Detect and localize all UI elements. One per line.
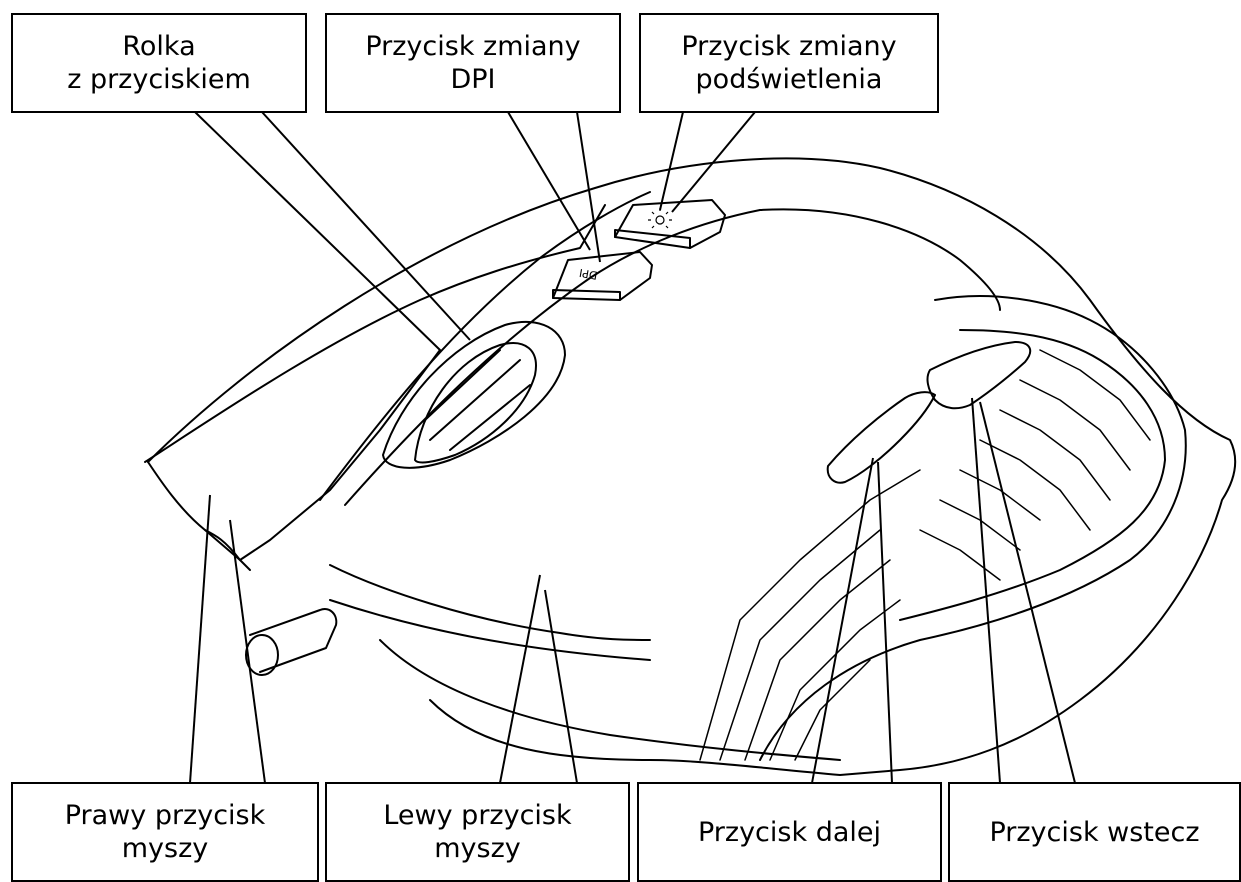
leader-light-1 — [660, 112, 683, 210]
side-grip-outline — [760, 296, 1186, 760]
back-side-button — [928, 342, 1031, 408]
left-button-front — [330, 565, 650, 640]
button-seam-left — [320, 192, 650, 500]
scroll-wheel-tread-3 — [425, 350, 500, 420]
leader-forward-1 — [812, 458, 873, 783]
leader-left-button-1 — [500, 575, 540, 783]
label-dpi-button: Przycisk zmiany DPI — [325, 13, 621, 113]
label-forward-button: Przycisk dalej — [637, 782, 942, 882]
forward-side-button — [828, 392, 935, 483]
label-back-button: Przycisk wstecz — [948, 782, 1241, 882]
label-left-button: Lewy przycisk myszy — [325, 782, 630, 882]
leader-right-button-2 — [230, 520, 265, 783]
leader-forward-2 — [878, 462, 892, 783]
leader-back-1 — [972, 398, 1000, 783]
label-scroll-wheel: Rolka z przyciskiem — [11, 13, 307, 113]
leader-back-2 — [980, 402, 1075, 783]
leader-lines — [190, 112, 1075, 783]
left-button-top — [760, 209, 1000, 310]
leader-light-2 — [672, 112, 755, 212]
leader-scroll-wheel-2 — [262, 112, 470, 340]
side-grip-inner — [900, 330, 1165, 620]
light-button — [615, 200, 725, 248]
cable-strain-relief — [250, 609, 336, 672]
leader-dpi-1 — [508, 112, 590, 250]
left-button-top-front — [330, 600, 650, 660]
label-right-button: Prawy przycisk myszy — [11, 782, 319, 882]
mouse-body-outline — [148, 158, 1235, 775]
light-bulb-icon — [648, 208, 672, 228]
label-light-button: Przycisk zmiany podświetlenia — [639, 13, 939, 113]
leader-scroll-wheel-1 — [195, 112, 440, 350]
right-button-panel — [145, 205, 605, 462]
leader-right-button-1 — [190, 495, 210, 783]
dpi-button-marking: DPI — [578, 266, 598, 282]
